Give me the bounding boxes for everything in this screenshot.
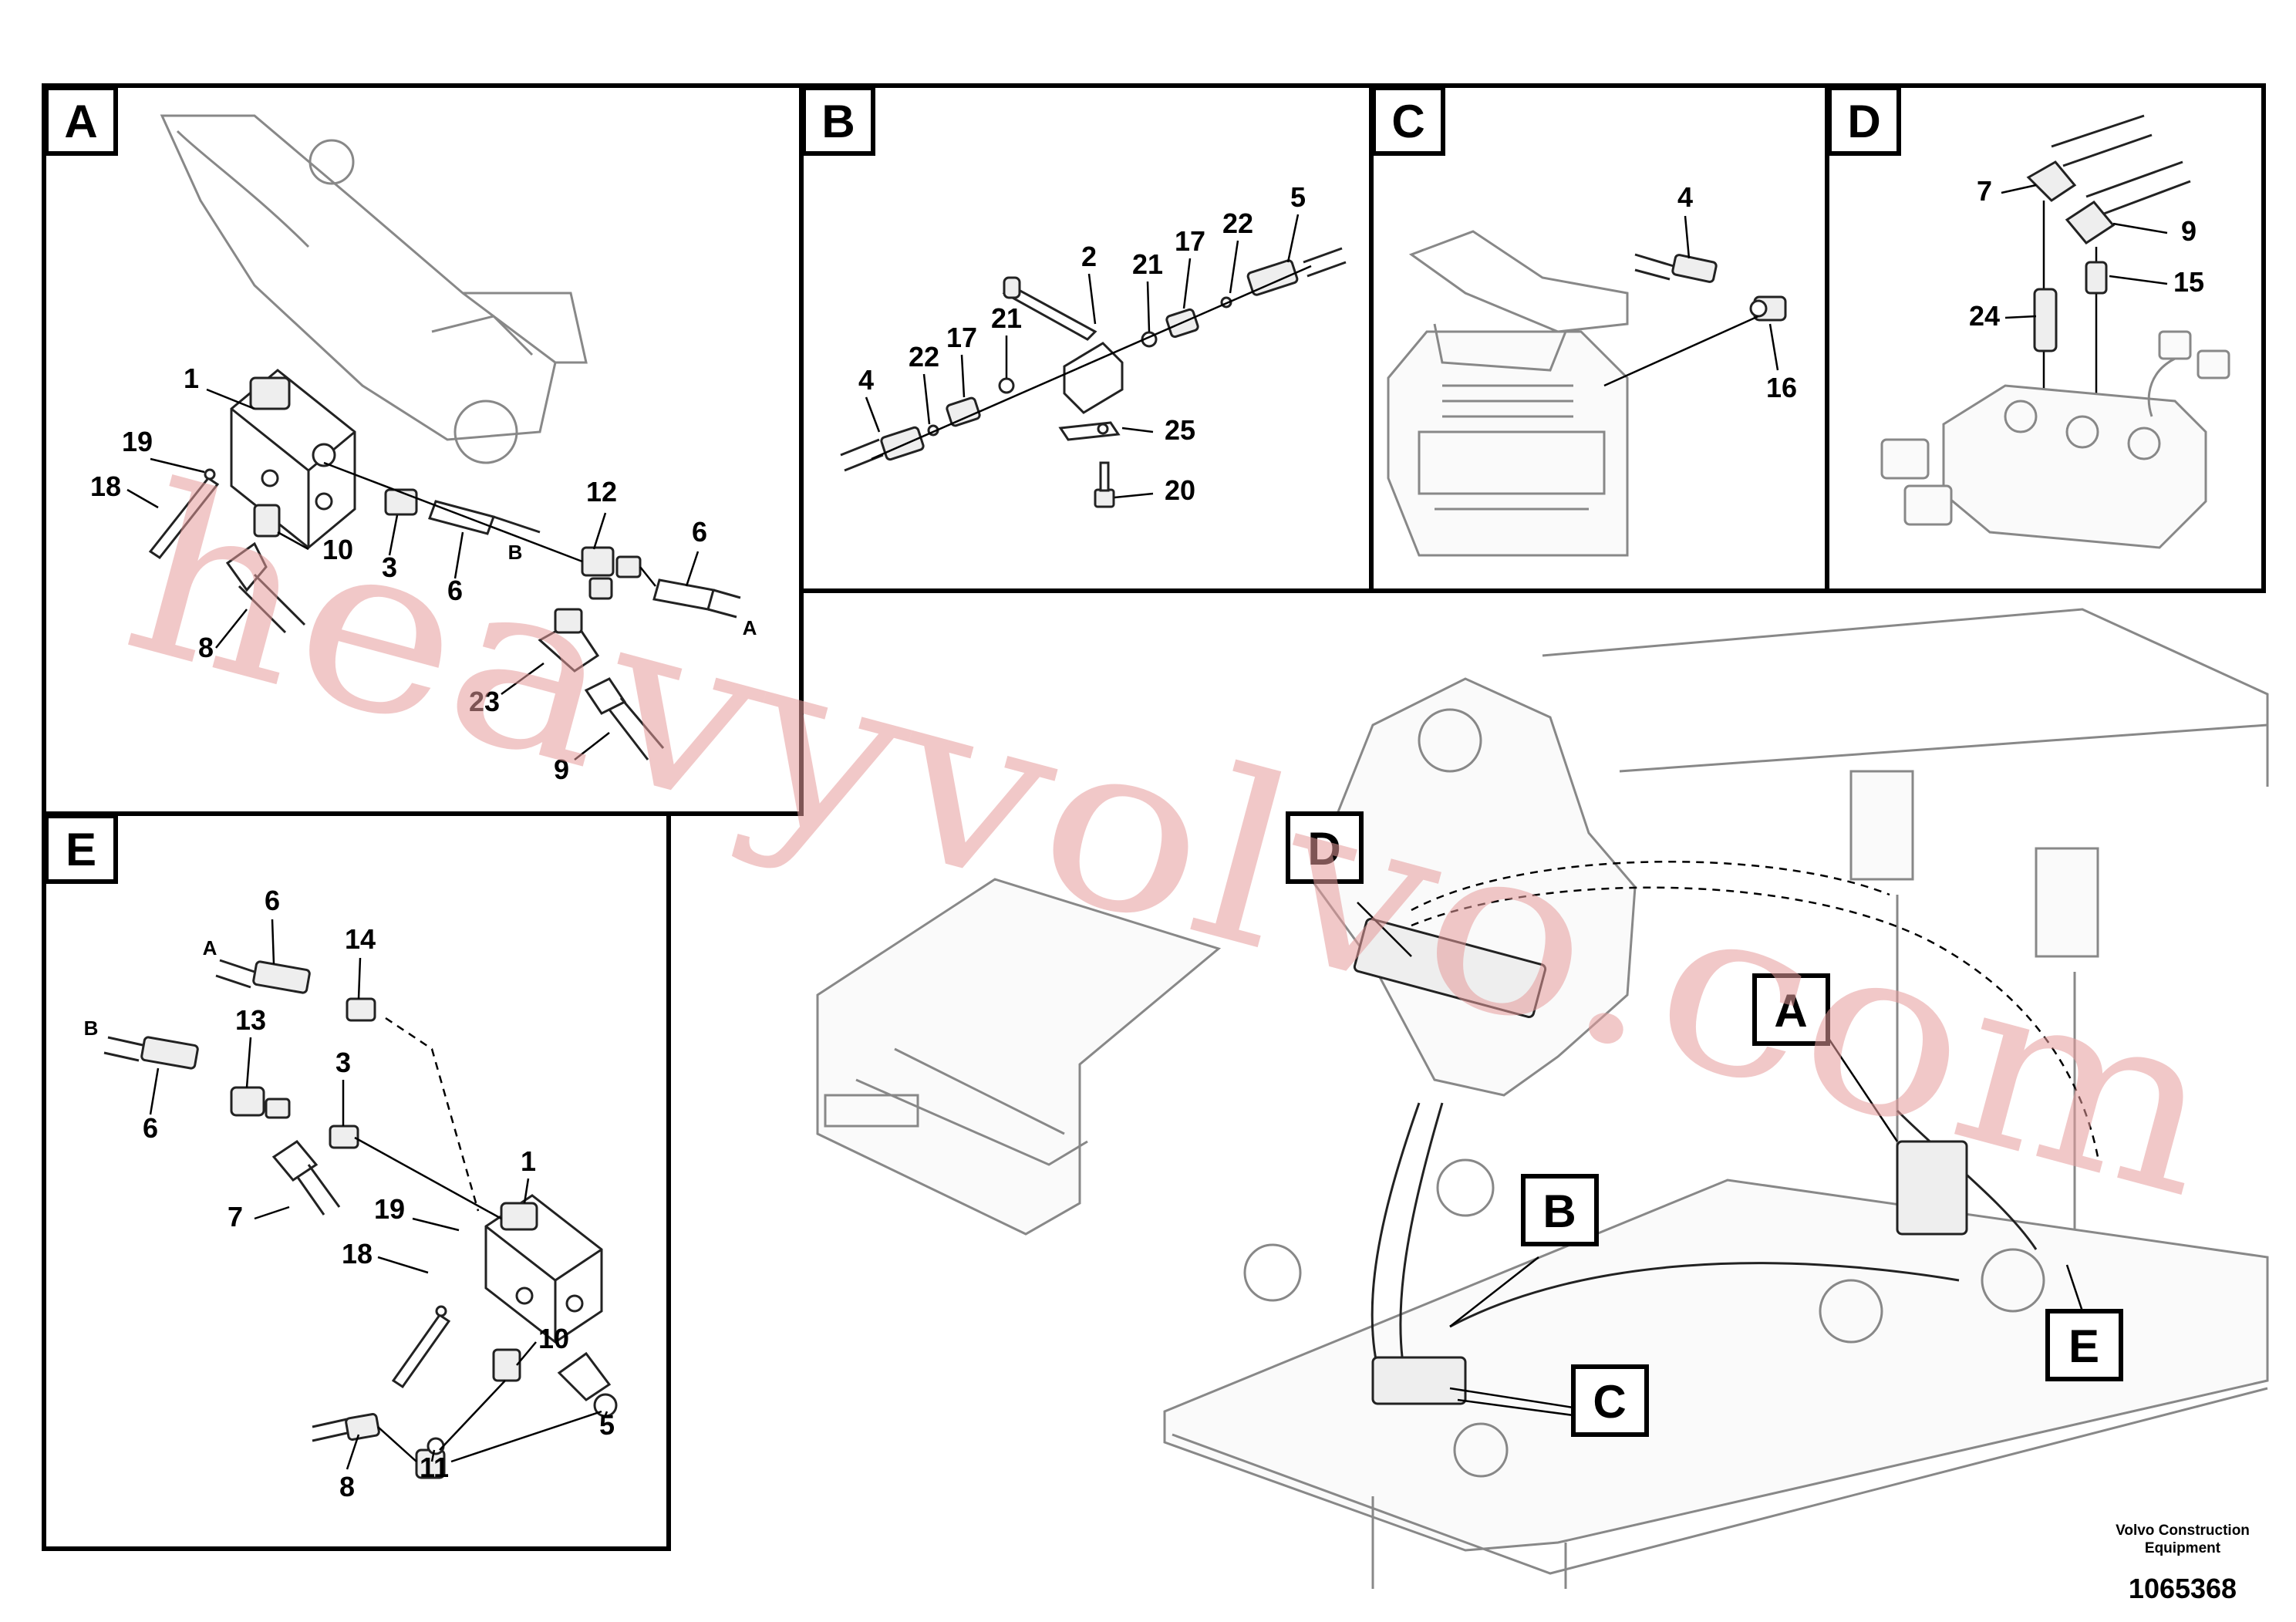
panel-e-drawing bbox=[103, 959, 618, 1479]
callout: 21 bbox=[1132, 248, 1163, 280]
callout: 19 bbox=[122, 426, 153, 457]
callout: 8 bbox=[198, 632, 214, 663]
callout: 21 bbox=[991, 302, 1022, 334]
callout: 7 bbox=[1977, 175, 1992, 207]
callout: 22 bbox=[1222, 207, 1253, 239]
panel-a-label: A bbox=[44, 86, 118, 156]
panel-d-label: D bbox=[1827, 86, 1901, 156]
svg-text:E: E bbox=[2068, 1320, 2099, 1372]
svg-text:B: B bbox=[1542, 1185, 1576, 1237]
callout: 6 bbox=[447, 575, 463, 606]
panel-d-drawing bbox=[1880, 114, 2230, 549]
callout: 18 bbox=[90, 470, 121, 502]
drawing-number: 1065368 bbox=[2129, 1573, 2237, 1604]
panel-c-label: C bbox=[1371, 86, 1445, 156]
callout: 5 bbox=[1290, 181, 1306, 213]
callout: 13 bbox=[235, 1004, 266, 1036]
overview-drawing bbox=[816, 608, 2269, 1589]
callout: 17 bbox=[1175, 225, 1205, 257]
port-label: B bbox=[84, 1017, 99, 1040]
overview-label-e: E bbox=[2045, 1309, 2123, 1381]
svg-text:A: A bbox=[1774, 985, 1807, 1037]
callout: 24 bbox=[1969, 300, 2000, 332]
callout: 3 bbox=[335, 1047, 351, 1078]
callout: 4 bbox=[858, 364, 874, 396]
overview-label-a: A bbox=[1752, 973, 1830, 1046]
callout: 12 bbox=[586, 476, 617, 508]
panel-d-callouts: 7 9 15 24 bbox=[1969, 175, 2204, 332]
callout: 22 bbox=[909, 341, 939, 373]
callout: 9 bbox=[554, 754, 569, 785]
callout: 11 bbox=[420, 1452, 449, 1483]
panel-c-callouts: 4 16 bbox=[1677, 181, 1797, 403]
svg-text:B: B bbox=[821, 96, 855, 147]
callout: 18 bbox=[342, 1238, 373, 1270]
svg-text:D: D bbox=[1307, 823, 1340, 875]
panel-b-callouts: 2 21 17 22 5 4 22 17 21 25 20 bbox=[858, 181, 1306, 506]
callout: 2 bbox=[1081, 241, 1097, 272]
panel-a-drawing bbox=[148, 114, 741, 760]
port-label: B bbox=[508, 541, 523, 564]
svg-text:C: C bbox=[1593, 1376, 1626, 1428]
callout: 16 bbox=[1766, 372, 1797, 403]
svg-text:C: C bbox=[1391, 96, 1424, 147]
panel-c-drawing bbox=[1387, 230, 1787, 557]
callout: 7 bbox=[228, 1201, 243, 1233]
panel-e-frame bbox=[42, 811, 671, 1551]
callout: 23 bbox=[469, 686, 500, 717]
callout: 6 bbox=[265, 885, 280, 916]
callout: 10 bbox=[322, 534, 353, 565]
callout: 10 bbox=[538, 1323, 569, 1354]
panel-b-label: B bbox=[801, 86, 875, 156]
callout: 6 bbox=[692, 516, 707, 548]
callout: 8 bbox=[339, 1471, 355, 1502]
callout: 17 bbox=[946, 322, 977, 353]
port-label: A bbox=[203, 936, 217, 959]
callout: 3 bbox=[382, 551, 397, 583]
svg-text:A: A bbox=[64, 96, 97, 147]
overview-label-b: B bbox=[1521, 1174, 1599, 1246]
company-line-1: Volvo Construction bbox=[2116, 1523, 2250, 1539]
callout: 5 bbox=[599, 1409, 615, 1441]
port-label: A bbox=[743, 616, 757, 639]
callout: 1 bbox=[184, 363, 199, 394]
svg-text:E: E bbox=[66, 824, 96, 875]
overview-label-c: C bbox=[1571, 1364, 1649, 1437]
company-line-2: Equipment bbox=[2145, 1540, 2221, 1556]
watermark: heavyvolvo.com bbox=[103, 434, 2244, 1249]
panel-e-label: E bbox=[44, 814, 118, 884]
panel-b-drawing bbox=[840, 247, 1347, 508]
callout: 15 bbox=[2173, 266, 2204, 298]
panel-e-callouts: 6 14 13 3 6 1 7 19 18 10 5 11 8 A B bbox=[84, 885, 615, 1502]
panel-d-frame bbox=[1825, 83, 2266, 593]
callout: 25 bbox=[1165, 414, 1195, 446]
svg-text:D: D bbox=[1847, 96, 1880, 147]
callout: 4 bbox=[1677, 181, 1693, 213]
callout: 19 bbox=[374, 1193, 405, 1225]
panel-a-callouts: 1 19 18 10 8 3 6 12 6 23 9 B A bbox=[90, 363, 757, 785]
callout: 20 bbox=[1165, 474, 1195, 506]
callout: 14 bbox=[345, 923, 376, 955]
callout: 6 bbox=[143, 1112, 158, 1144]
footer: Volvo Construction Equipment 1065368 bbox=[2116, 1523, 2250, 1604]
overview-label-d: D bbox=[1286, 811, 1364, 884]
callout: 9 bbox=[2181, 215, 2197, 247]
callout: 1 bbox=[521, 1145, 536, 1177]
